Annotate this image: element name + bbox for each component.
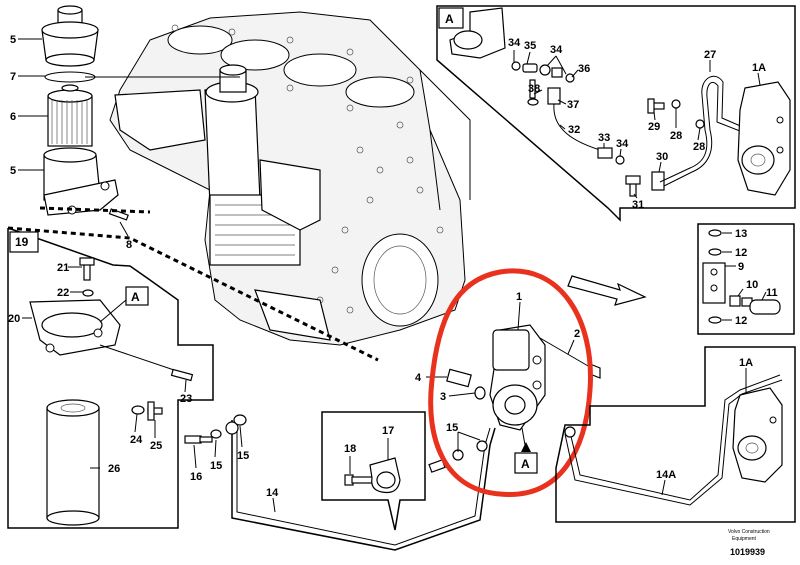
callout-34-c: 34 (616, 138, 629, 150)
box-19-label: 19 (15, 235, 29, 249)
callout-14a: 14A (656, 469, 676, 481)
detail-a-label-filter: A (131, 290, 140, 304)
callout-1a-top: 1A (752, 62, 766, 74)
callout-21: 21 (57, 262, 69, 274)
callout-7: 7 (10, 71, 16, 83)
callout-12-a: 12 (735, 247, 747, 259)
callout-10: 10 (746, 279, 758, 291)
oil-filter-housing (114, 64, 331, 341)
callout-17: 17 (382, 425, 394, 437)
callout-1: 1 (516, 291, 522, 303)
callout-22: 22 (57, 287, 69, 299)
callout-38: 38 (528, 83, 540, 95)
labels: 5 7 6 5 8 19 21 22 20 A 23 24 25 26 16 1… (8, 12, 778, 557)
callout-36: 36 (578, 63, 590, 75)
detail-a-label-top: A (445, 12, 454, 26)
valve-box (697, 223, 795, 335)
callout-1a-bottom: 1A (739, 357, 753, 369)
callout-15-mid: 15 (237, 450, 249, 462)
callout-28-a: 28 (670, 130, 682, 142)
bottom-right-box (555, 346, 796, 523)
detail-a-box (436, 5, 796, 222)
callout-26: 26 (108, 463, 120, 475)
feed-pump (426, 301, 601, 474)
callout-2: 2 (574, 328, 580, 340)
callout-29: 29 (648, 121, 660, 133)
callout-9: 9 (738, 261, 744, 273)
callout-32: 32 (568, 124, 580, 136)
callout-3: 3 (440, 391, 446, 403)
callout-30: 30 (656, 151, 668, 163)
callout-18: 18 (344, 443, 356, 455)
callout-15-left: 15 (210, 460, 222, 472)
callout-24: 24 (130, 434, 143, 446)
callout-11: 11 (766, 287, 778, 299)
brand-line-1: Volvo Construction (728, 529, 770, 535)
pipe-assembly (184, 411, 496, 551)
document-number: 1019939 (730, 547, 765, 557)
callout-5-bottom: 5 (10, 165, 16, 177)
callout-6: 6 (10, 111, 16, 123)
callout-33: 33 (598, 132, 610, 144)
top-left-leaders (18, 38, 129, 237)
callout-37: 37 (567, 99, 579, 111)
callout-5-top: 5 (10, 34, 16, 46)
brand-line-2: Equipment (732, 536, 757, 542)
callout-25: 25 (150, 440, 162, 452)
callout-23: 23 (180, 393, 192, 405)
box-19 (7, 227, 214, 529)
callout-28-b: 28 (693, 141, 705, 153)
direction-arrow (567, 275, 647, 306)
callout-20: 20 (8, 313, 20, 325)
callout-15-pump: 15 (446, 422, 458, 434)
callout-27: 27 (704, 49, 716, 61)
callout-35: 35 (524, 40, 536, 52)
callout-31: 31 (632, 199, 644, 211)
callout-12-b: 12 (735, 315, 747, 327)
callout-16: 16 (190, 471, 202, 483)
callout-34-b: 34 (550, 44, 563, 56)
callout-8: 8 (126, 239, 132, 251)
detail-a-label-pump: A (521, 457, 530, 471)
highlight-circle (428, 268, 593, 497)
callout-14: 14 (266, 487, 279, 499)
callout-34-a: 34 (508, 37, 521, 49)
callout-13: 13 (735, 228, 747, 240)
dashed-leaders (7, 206, 379, 362)
callout-4: 4 (415, 372, 422, 384)
